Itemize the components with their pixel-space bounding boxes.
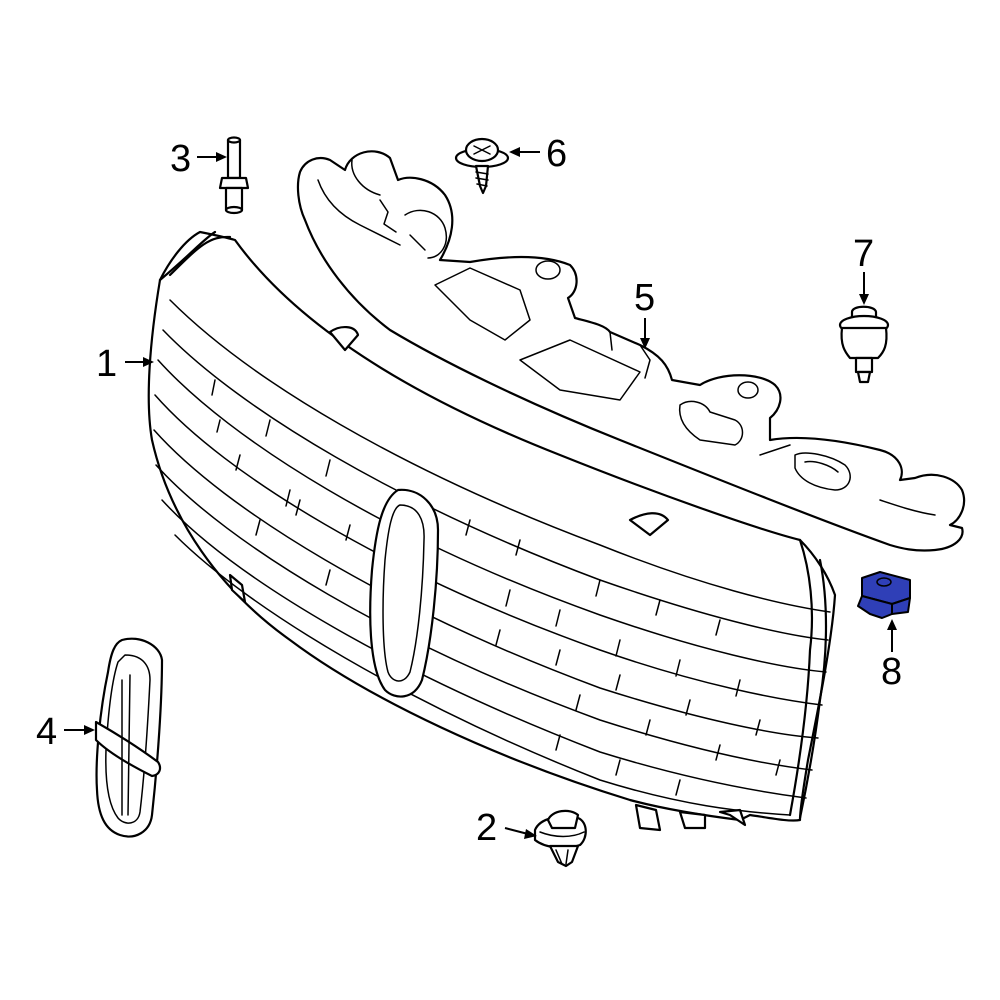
- callout-2: 2: [476, 807, 497, 849]
- callout-4: 4: [36, 711, 57, 753]
- part-6-screw[interactable]: [454, 137, 510, 195]
- callout-7: 7: [853, 233, 874, 275]
- callout-8: 8: [881, 651, 902, 693]
- callout-6: 6: [546, 133, 567, 175]
- part-3-push-pin[interactable]: [218, 136, 250, 215]
- part-8-clip-highlighted[interactable]: [857, 571, 911, 619]
- part-4-trim[interactable]: [94, 637, 164, 838]
- part-2-retainer-clip[interactable]: [533, 809, 587, 868]
- callout-3: 3: [170, 138, 191, 180]
- part-1-grille[interactable]: [147, 230, 837, 832]
- part-5-grille-bracket[interactable]: [296, 150, 966, 552]
- callout-1: 1: [96, 343, 117, 385]
- callout-labels: 1 2 3 4 5 6 7 8: [36, 133, 902, 849]
- callout-arrows: [64, 147, 897, 839]
- callout-5: 5: [634, 277, 655, 319]
- part-7-clip[interactable]: [838, 305, 890, 384]
